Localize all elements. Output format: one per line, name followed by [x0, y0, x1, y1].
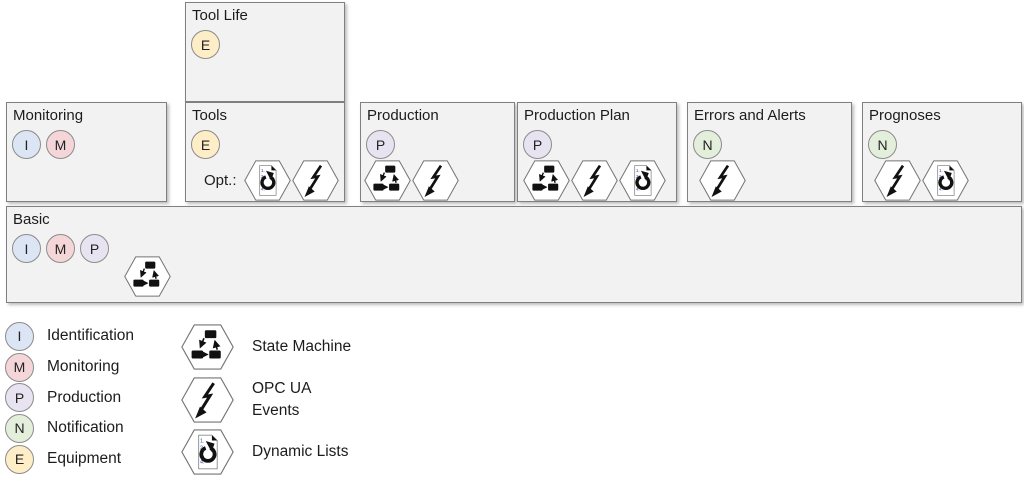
legend-label: State Machine	[252, 336, 351, 358]
svg-text:2.: 2.	[260, 174, 264, 179]
badge-row: E	[191, 30, 344, 59]
optional-label: Opt.:	[204, 172, 237, 189]
badge-production: P	[80, 234, 109, 263]
opc-ua-events-icon	[571, 160, 618, 201]
legend-item-opc-ua-events: OPC UA Events	[181, 374, 351, 427]
svg-text:1.: 1.	[260, 168, 264, 173]
icon-row: Opt.: 1.2.3.4.	[204, 160, 339, 201]
svg-text:1.: 1.	[636, 168, 640, 173]
legend-item-production: P Production	[5, 382, 134, 413]
opc-ua-events-icon	[412, 160, 459, 201]
dynamic-lists-icon: 1.2.3.4.	[181, 429, 234, 476]
legend-item-dynamic-lists: 1.2.3.4. Dynamic Lists	[181, 426, 351, 479]
icon-row: 1.2.3.4.	[874, 160, 969, 201]
svg-text:4.: 4.	[939, 187, 943, 192]
badge-row: N	[693, 130, 851, 159]
legend-label: Equipment	[47, 450, 122, 468]
dynamic-lists-icon: 1.2.3.4.	[922, 160, 969, 201]
badge-row: N	[868, 130, 1021, 159]
box-title-production: Production	[367, 107, 439, 124]
badge-equipment: E	[191, 30, 220, 59]
legend-label: Dynamic Lists	[252, 441, 348, 463]
legend-item-identification: I Identification	[5, 321, 134, 352]
opc-ua-events-icon	[291, 160, 339, 201]
box-title-tool-life: Tool Life	[192, 7, 248, 24]
legend-label-line: State Machine	[252, 338, 352, 356]
legend-item-notification: N Notification	[5, 413, 134, 444]
badge-equipment: E	[5, 444, 34, 474]
badge-identification: I	[5, 321, 34, 351]
box-title-errors-and-alerts: Errors and Alerts	[694, 107, 806, 124]
legend-label: Monitoring	[47, 358, 120, 376]
legend-label-line: OPC UA	[252, 379, 312, 397]
legend-label: OPC UA Events	[252, 378, 311, 422]
badge-row: P	[366, 130, 514, 159]
icon-row	[124, 256, 171, 297]
svg-text:1.: 1.	[200, 439, 204, 445]
legend-label-line: Dynamic Lists	[252, 443, 349, 461]
state-machine-icon	[364, 160, 411, 201]
svg-text:2.: 2.	[939, 174, 943, 179]
svg-text:4.: 4.	[260, 187, 264, 192]
legend-label: Identification	[47, 327, 135, 345]
badge-monitoring: M	[5, 352, 34, 382]
legend-item-monitoring: M Monitoring	[5, 352, 134, 383]
svg-text:2.: 2.	[636, 174, 640, 179]
opc-ua-events-icon	[181, 377, 234, 423]
box-title-prognoses: Prognoses	[869, 107, 941, 124]
badge-production: P	[523, 130, 552, 159]
icon-row	[699, 160, 746, 201]
box-title-production-plan: Production Plan	[524, 107, 630, 124]
state-machine-icon	[181, 324, 234, 370]
opc-ua-events-icon	[699, 160, 746, 201]
svg-text:4.: 4.	[636, 187, 640, 192]
box-title-basic: Basic	[13, 211, 50, 228]
state-machine-icon	[523, 160, 570, 201]
legend-item-state-machine: State Machine	[181, 321, 351, 374]
legend-label: Production	[47, 388, 122, 406]
state-machine-icon	[124, 256, 171, 297]
badge-identification: I	[12, 234, 41, 263]
legend-label-line: Events	[252, 401, 300, 419]
dynamic-lists-icon: 1.2.3.4.	[619, 160, 666, 201]
box-title-monitoring: Monitoring	[13, 107, 84, 124]
svg-text:4.: 4.	[200, 460, 204, 466]
badge-row: E	[191, 130, 344, 159]
dynamic-lists-icon: 1.2.3.4.	[243, 160, 291, 201]
badge-monitoring: M	[46, 234, 75, 263]
badge-notification: N	[693, 130, 722, 159]
badge-production: P	[366, 130, 395, 159]
badge-notification: N	[868, 130, 897, 159]
legend-item-equipment: E Equipment	[5, 444, 134, 475]
svg-text:1.: 1.	[939, 168, 943, 173]
badge-row: P	[523, 130, 676, 159]
legend-label: Notification	[47, 419, 124, 437]
badge-identification: I	[12, 130, 41, 159]
opc-ua-events-icon	[874, 160, 921, 201]
badge-equipment: E	[191, 130, 220, 159]
badge-production: P	[5, 383, 34, 413]
box-title-tools: Tools	[192, 107, 228, 124]
icon-row	[364, 160, 459, 201]
badge-monitoring: M	[46, 130, 75, 159]
icon-row: 1.2.3.4.	[523, 160, 666, 201]
badge-notification: N	[5, 413, 34, 443]
